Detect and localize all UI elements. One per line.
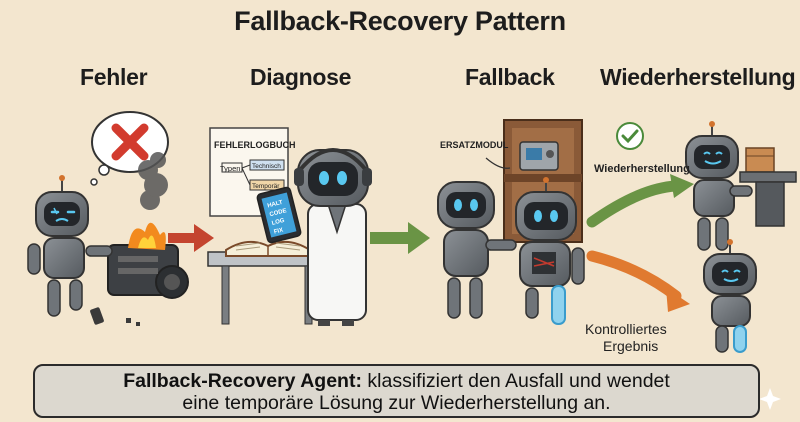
arrow-red — [168, 224, 214, 252]
checkmark-icon — [616, 122, 644, 150]
spare-module-icon — [519, 141, 559, 171]
ersatzmodul-label: ERSATZMODUL — [440, 140, 509, 150]
tablet-line-3: LOG — [271, 218, 285, 227]
tablet-line-1: HALT — [267, 200, 284, 210]
broken-parts — [90, 307, 140, 326]
tablet-line-2: CODE — [269, 208, 287, 218]
broken-machine — [107, 244, 189, 299]
fire-icon — [128, 222, 166, 250]
tablet-icon — [256, 186, 302, 244]
box-icon — [745, 147, 775, 173]
robot-scientist — [294, 148, 372, 326]
robot-success — [685, 121, 753, 251]
summary-line-2: eine temporäre Lösung zur Wiederherstell… — [182, 392, 611, 414]
stage-label-fehler: Fehler — [80, 64, 148, 90]
summary-line-1: Fallback-Recovery Agent: klassifiziert d… — [35, 370, 758, 392]
board-row2-right: Temporär — [252, 183, 280, 190]
workbench — [739, 171, 797, 227]
sparkle-icon — [759, 388, 781, 410]
diagram-title: Fallback-Recovery Pattern — [234, 6, 566, 36]
controlled-label-line2: Ergebnis — [603, 338, 658, 354]
robot-controlled — [703, 239, 757, 353]
error-x-icon — [111, 123, 149, 161]
summary-line1-text: klassifiziert den Ausfall und wendet — [361, 370, 670, 392]
controlled-label-line1: Kontrolliertes — [585, 321, 667, 337]
arrow-green — [370, 222, 430, 254]
summary-box: Fallback-Recovery Agent: klassifiziert d… — [33, 364, 760, 418]
stage-label-wiederherstellung: Wiederherstellung — [600, 64, 796, 90]
arrow-orange-down — [586, 250, 690, 312]
robot-helper — [437, 181, 517, 319]
stage-label-fallback: Fallback — [465, 64, 555, 90]
board-row1-left: Typen — [220, 164, 240, 173]
open-book-icon — [225, 240, 311, 257]
robot-repaired — [515, 177, 585, 325]
ersatzmodul-pointer — [485, 157, 511, 169]
smoke-icon — [138, 152, 168, 210]
arrow-green-up — [586, 174, 694, 228]
tablet-line-4: FIX — [273, 228, 284, 236]
success-label: Wiederherstellung — [594, 163, 690, 175]
board-row1-right: Technisch — [252, 163, 281, 170]
robot-sad — [27, 175, 113, 317]
board-heading: FEHLERLOGBUCH — [214, 140, 296, 150]
stage-label-diagnose: Diagnose — [250, 64, 352, 90]
summary-agent-name: Fallback-Recovery Agent: — [123, 370, 362, 392]
